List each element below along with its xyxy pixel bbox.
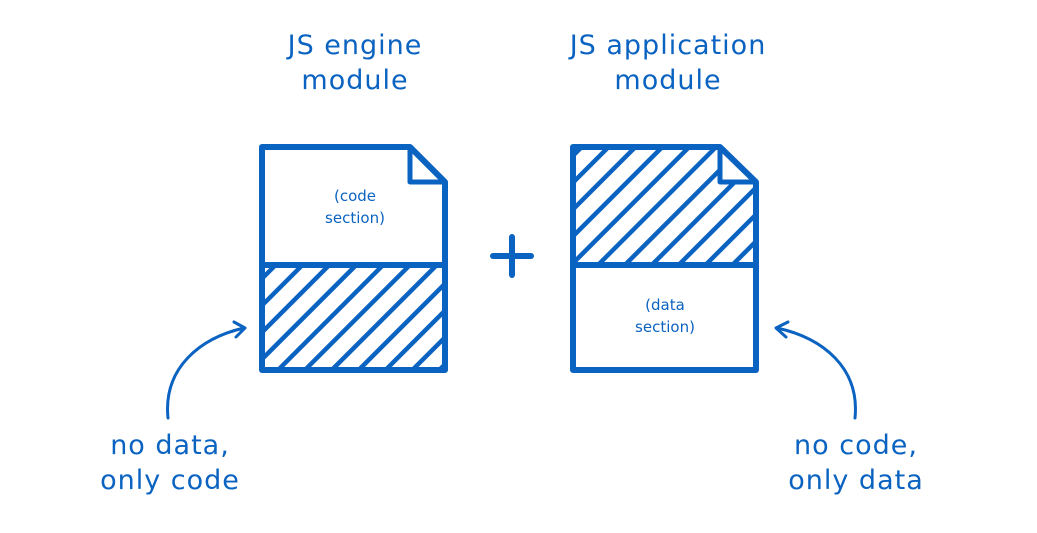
left-note: no data, only code	[80, 428, 260, 498]
app-module-title: JS application module	[548, 28, 788, 98]
app-code-hatch	[573, 147, 756, 265]
engine-section-line2: section)	[325, 208, 385, 227]
app-file-outline	[570, 144, 759, 373]
engine-code-section-label: (code section)	[295, 186, 415, 230]
engine-title-line1: JS engine	[287, 30, 423, 61]
engine-section-line1: (code	[333, 187, 377, 205]
engine-module-title: JS engine module	[255, 28, 455, 98]
right-note: no code, only data	[766, 428, 946, 498]
app-data-section-label: (data section)	[605, 295, 725, 339]
engine-file-fold	[407, 147, 445, 185]
app-section-line1: (data	[645, 296, 685, 314]
engine-data-hatch	[262, 265, 445, 370]
app-title-line2: module	[614, 65, 722, 97]
right-note-line2: only data	[788, 465, 924, 497]
left-note-line2: only code	[100, 465, 240, 497]
engine-module-file-icon	[259, 144, 448, 373]
right-note-line1: no code,	[794, 430, 918, 461]
plus-icon	[490, 234, 534, 278]
left-note-line1: no data,	[110, 430, 230, 461]
right-arrow-icon	[774, 320, 857, 420]
app-file-fold	[717, 147, 756, 185]
app-module-file-icon	[570, 144, 759, 373]
engine-title-line2: module	[301, 65, 409, 97]
app-section-line2: section)	[635, 317, 695, 336]
app-title-line1: JS application	[569, 30, 767, 61]
engine-file-outline	[259, 144, 448, 373]
left-arrow-icon	[166, 320, 247, 420]
